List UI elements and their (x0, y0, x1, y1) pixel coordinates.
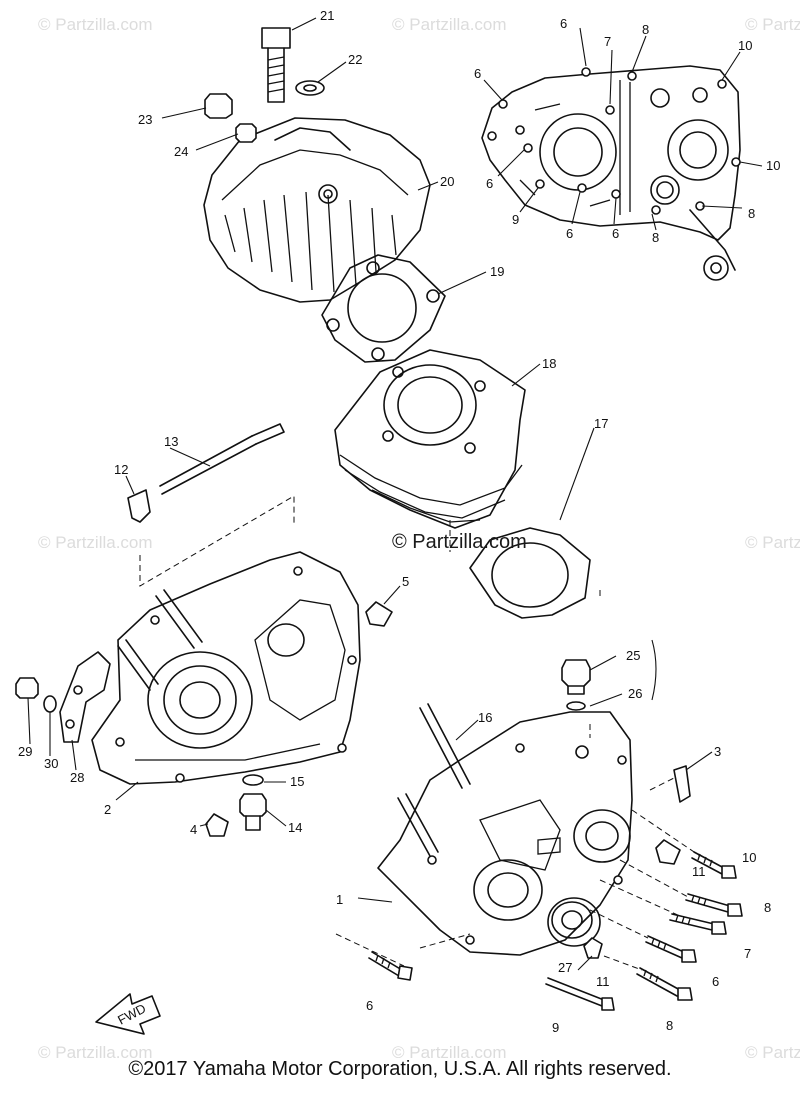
breather-pipe (159, 423, 285, 495)
watermark: © Partzilla.com (392, 15, 507, 34)
callout-28: 28 (70, 770, 84, 785)
watermark: © Partzilla.com (38, 533, 153, 552)
dowel-pin-right (583, 839, 681, 959)
callout-15: 15 (290, 774, 304, 789)
callout-22: 22 (348, 52, 362, 67)
callout-27: 27 (558, 960, 572, 975)
crankcase-right (377, 703, 633, 956)
callout-11: 11 (692, 864, 706, 879)
callout-8: 8 (652, 230, 659, 245)
crankcase-left (91, 551, 361, 785)
bracket-bolt (15, 677, 39, 699)
callout-1: 1 (336, 892, 343, 907)
callout-6: 6 (560, 16, 567, 31)
callout-5: 5 (402, 574, 409, 589)
filler-cap (561, 659, 591, 695)
head-stud-nut (235, 123, 257, 143)
callout-19: 19 (490, 264, 504, 279)
bracket (59, 651, 111, 743)
clip (673, 765, 691, 803)
callout-8: 8 (642, 22, 649, 37)
callout-24: 24 (174, 144, 188, 159)
callout-14: 14 (288, 820, 302, 835)
watermark: © Partzilla.com (745, 15, 800, 34)
copyright-notice: ©2017 Yamaha Motor Corporation, U.S.A. A… (128, 1058, 672, 1080)
screw-8 (685, 893, 743, 917)
callout-6: 6 (566, 226, 573, 241)
callout-30: 30 (44, 756, 58, 771)
callout-6: 6 (474, 66, 481, 81)
screw-6-lower (368, 951, 413, 981)
dowel-pin (365, 601, 393, 627)
callout-18: 18 (542, 356, 556, 371)
callout-12: 12 (114, 462, 128, 477)
callout-10: 10 (766, 158, 780, 173)
callout-3: 3 (714, 744, 721, 759)
head-washer (295, 80, 325, 96)
watermark: © Partzilla.com (38, 15, 153, 34)
filler-o-ring (566, 701, 586, 711)
head-bolt (261, 27, 291, 103)
callout-6: 6 (612, 226, 619, 241)
callout-6: 6 (486, 176, 493, 191)
base-gasket (469, 527, 591, 619)
callout-7: 7 (604, 34, 611, 49)
callout-6: 6 (712, 974, 719, 989)
callout-25: 25 (626, 648, 640, 663)
head-gasket (321, 254, 446, 363)
callout-11: 11 (596, 974, 610, 989)
callout-16: 16 (478, 710, 492, 725)
screw-9 (545, 977, 615, 1011)
fwd-arrow: FWD (95, 993, 161, 1035)
callout-9: 9 (512, 212, 519, 227)
spark-plug-cap-bolt (204, 93, 233, 119)
callouts: 21 22 23 24 20 19 18 17 13 12 5 29 30 28… (18, 8, 780, 1035)
callout-21: 21 (320, 8, 334, 23)
bracket-group-25-26 (651, 639, 657, 701)
callout-29: 29 (18, 744, 32, 759)
callout-8: 8 (666, 1018, 673, 1033)
callout-8: 8 (748, 206, 755, 221)
callout-8: 8 (764, 900, 771, 915)
screw-8-lower (636, 967, 693, 1001)
callout-7: 7 (744, 946, 751, 961)
cylinder (334, 349, 526, 529)
dowel-pin-lower (205, 813, 229, 837)
callout-13: 13 (164, 434, 178, 449)
bracket-washer (43, 695, 57, 713)
watermark: © Partzilla.com (38, 1043, 153, 1062)
leader-lines (27, 17, 763, 971)
watermark-grid: © Partzilla.com © Partzilla.com © Partzi… (38, 15, 800, 1062)
watermark: © Partzilla.com (392, 1043, 507, 1062)
screw-10 (691, 851, 737, 879)
watermark: © Partzilla.com (745, 1043, 800, 1062)
cylinder-head (203, 117, 431, 303)
oil-level-plug (127, 489, 151, 523)
oil-seal (547, 897, 601, 947)
drain-washer (242, 774, 264, 786)
callout-17: 17 (594, 416, 608, 431)
watermark-center: © Partzilla.com (392, 531, 527, 553)
callout-2: 2 (104, 802, 111, 817)
screw-6 (645, 935, 697, 963)
drain-bolt (239, 793, 267, 831)
callout-23: 23 (138, 112, 152, 127)
callout-10: 10 (738, 38, 752, 53)
callout-4: 4 (190, 822, 197, 837)
alignment-lines (139, 495, 701, 971)
callout-26: 26 (628, 686, 642, 701)
crankcase-side-view (481, 65, 741, 281)
callout-10: 10 (742, 850, 756, 865)
callout-6: 6 (366, 998, 373, 1013)
screw-7 (669, 913, 727, 935)
callout-20: 20 (440, 174, 454, 189)
watermark: © Partzilla.com (745, 533, 800, 552)
callout-9: 9 (552, 1020, 559, 1035)
